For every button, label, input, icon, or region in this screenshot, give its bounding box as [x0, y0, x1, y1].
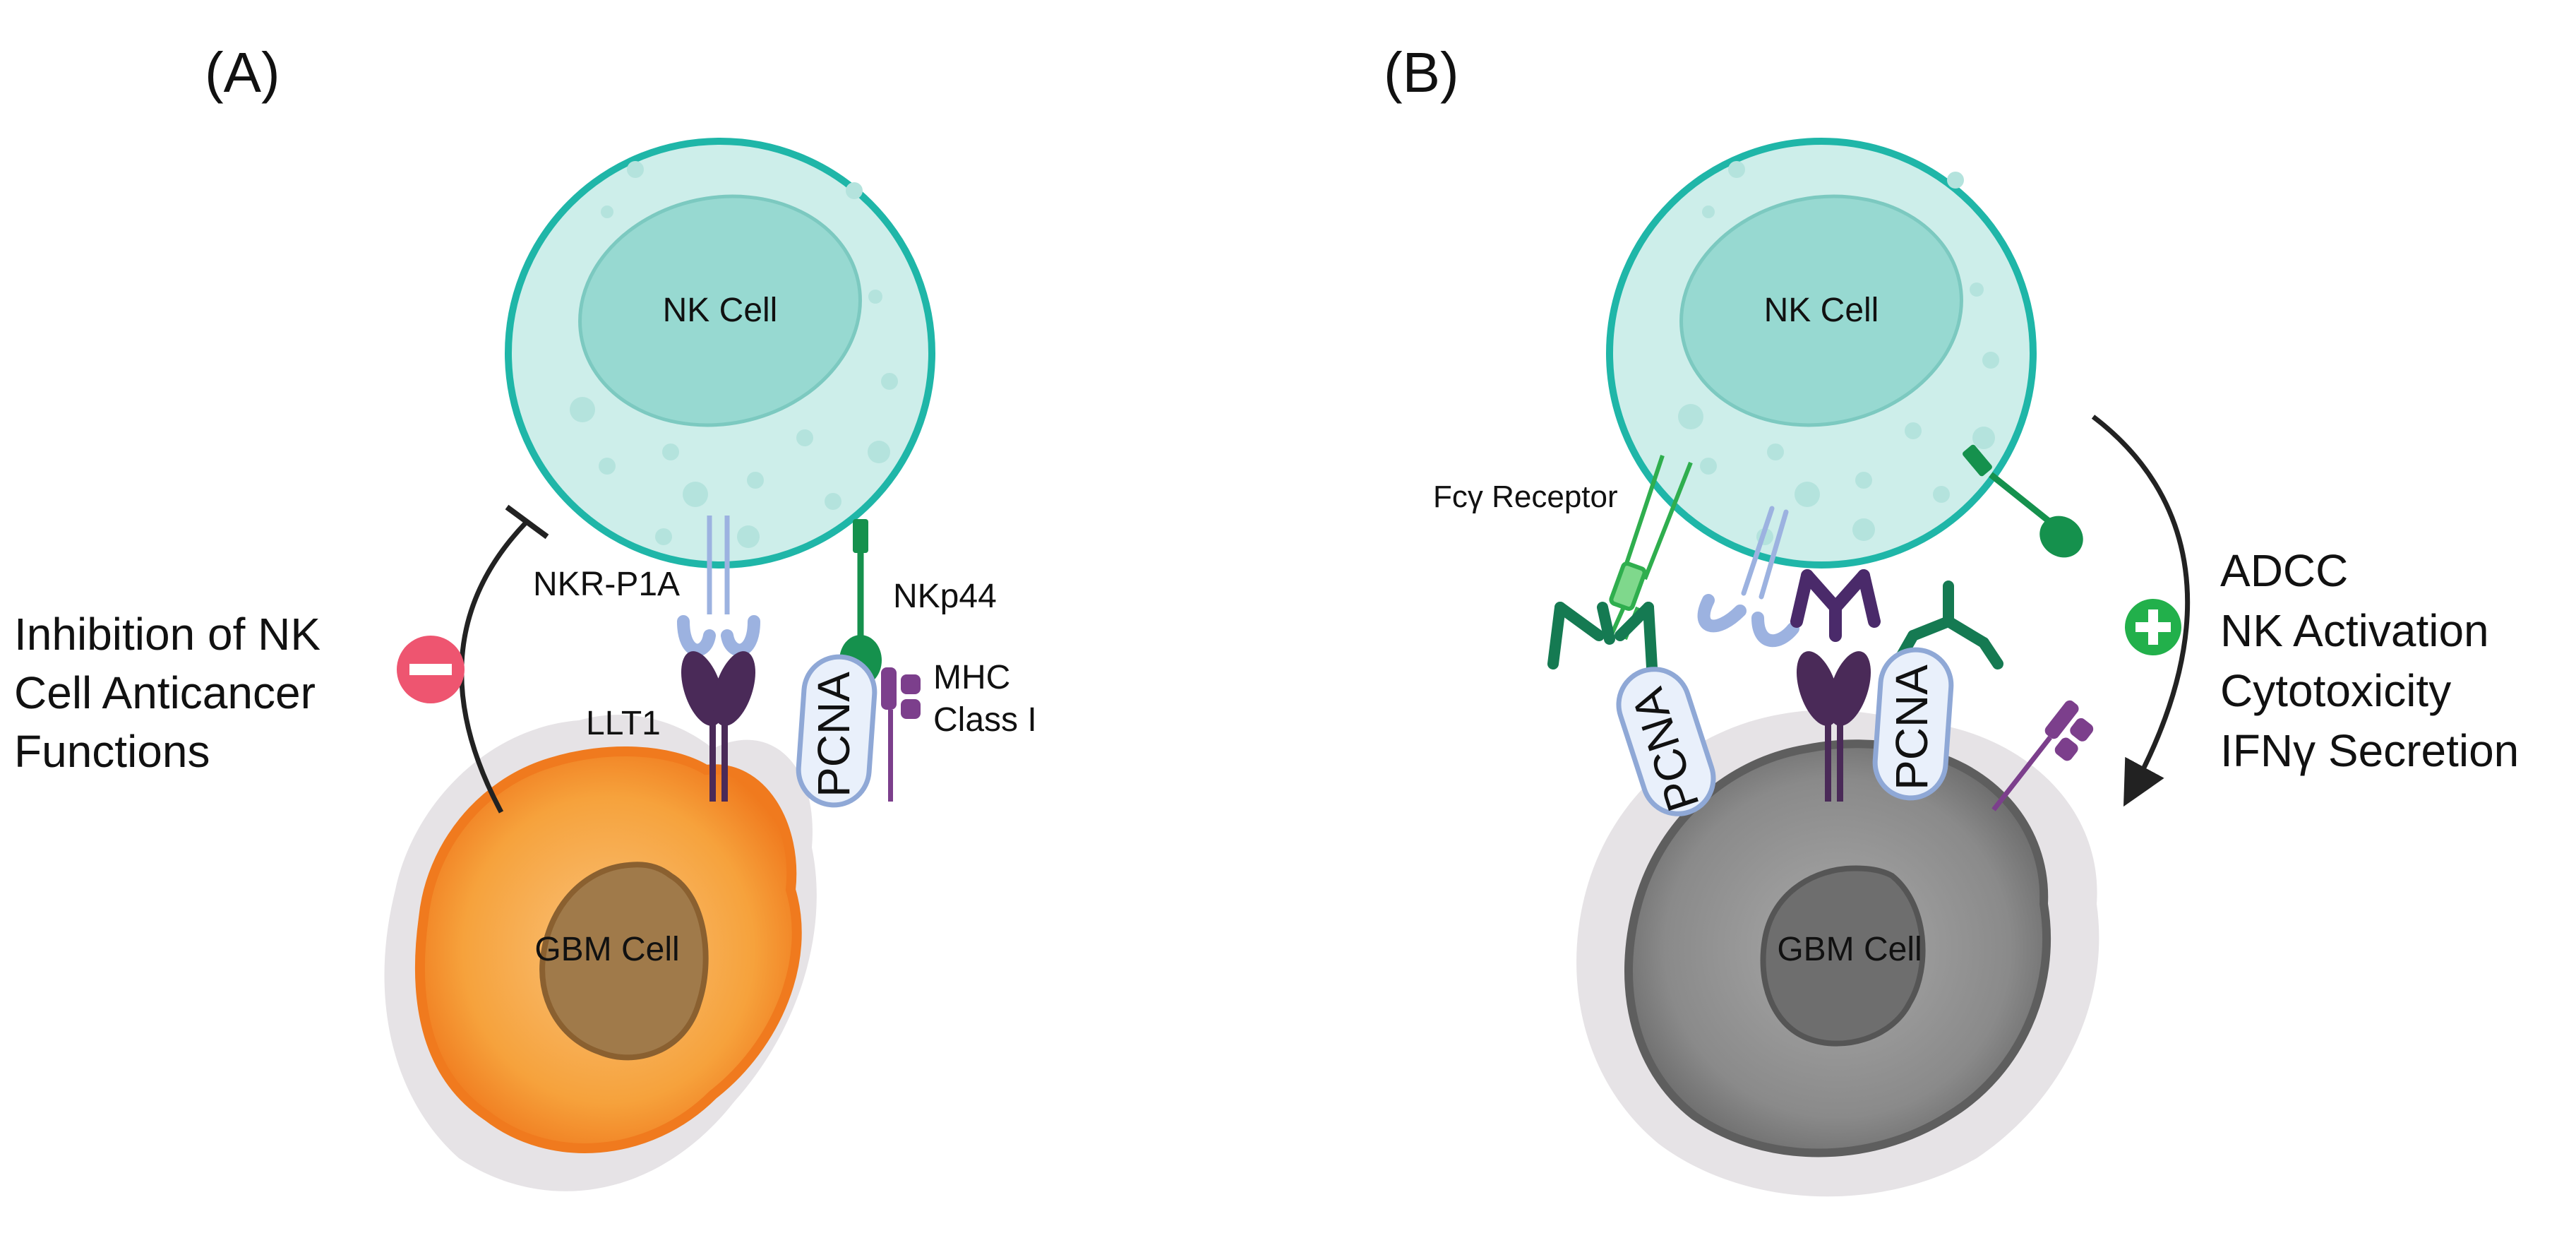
gbm-nucleus-b	[1760, 865, 1926, 1047]
panel-a-label: (A)	[205, 41, 280, 104]
pcna-b-right: PCNA	[1872, 647, 1954, 801]
nk-cell-b: NK Cell	[1606, 138, 2037, 569]
effect-b-line4: IFNγ Secretion	[2220, 725, 2519, 776]
effect-b-line3: Cytotoxicity	[2220, 665, 2451, 716]
mhc-class-i-b	[1991, 700, 2094, 811]
pcna-a-label: PCNA	[808, 672, 859, 797]
antibody-green-left	[1547, 602, 1658, 673]
llt1-label: LLT1	[586, 705, 661, 742]
pcna-a: PCNA	[796, 654, 877, 808]
nk-nucleus-b	[1679, 194, 1963, 427]
fc-receptor-label: Fcγ Receptor	[1433, 480, 1618, 514]
gbm-cell-b: GBM Cell	[1576, 710, 2099, 1197]
nk-cell-b-label: NK Cell	[1764, 292, 1879, 329]
activation-arrow	[2091, 415, 2191, 807]
minus-badge	[397, 636, 465, 703]
llt1-ligand	[681, 651, 756, 802]
nkrp1a-receptor-b	[1697, 506, 1799, 648]
gbm-cell-b-label: GBM Cell	[1777, 931, 1922, 968]
antibody-purple-center	[1790, 569, 1881, 642]
effect-a-line3: Functions	[14, 726, 210, 777]
panel-a: (A) GBM Cell NK Cell	[14, 41, 1037, 1191]
mhc-label-line2: Class I	[933, 701, 1037, 739]
gbm-cell-a-label: GBM Cell	[534, 931, 679, 968]
nkrp1a-receptor	[677, 516, 760, 657]
mhc-label-line1: MHC	[933, 659, 1010, 696]
panel-b: (B) GBM Cell NK Cell	[1384, 41, 2519, 1197]
nk-granules-a	[570, 161, 898, 548]
plus-badge	[2125, 599, 2181, 655]
gbm-nucleus-a	[539, 862, 709, 1061]
nk-cell-a: NK Cell	[505, 138, 935, 569]
mhc-class-i	[881, 667, 921, 802]
nkp44-receptor-b	[1963, 444, 2083, 558]
pcna-b-left: PCNA	[1616, 667, 1716, 817]
nkp44-label: NKp44	[893, 578, 997, 615]
nkrp1a-label: NKR-P1A	[533, 566, 680, 603]
effect-b-line2: NK Activation	[2220, 605, 2489, 656]
llt1-ligand-b	[1796, 651, 1871, 802]
antibody-green-right	[1893, 581, 2003, 669]
effect-b-line1: ADCC	[2220, 545, 2348, 596]
panel-b-label: (B)	[1384, 41, 1459, 104]
gbm-cell-a: GBM Cell	[384, 715, 817, 1191]
effect-a-line2: Cell Anticancer	[14, 667, 316, 718]
nk-cell-a-label: NK Cell	[663, 292, 778, 329]
nk-nucleus-a	[578, 194, 862, 427]
effect-a-line1: Inhibition of NK	[14, 609, 320, 660]
pcna-b-right-label: PCNA	[1886, 665, 1937, 790]
